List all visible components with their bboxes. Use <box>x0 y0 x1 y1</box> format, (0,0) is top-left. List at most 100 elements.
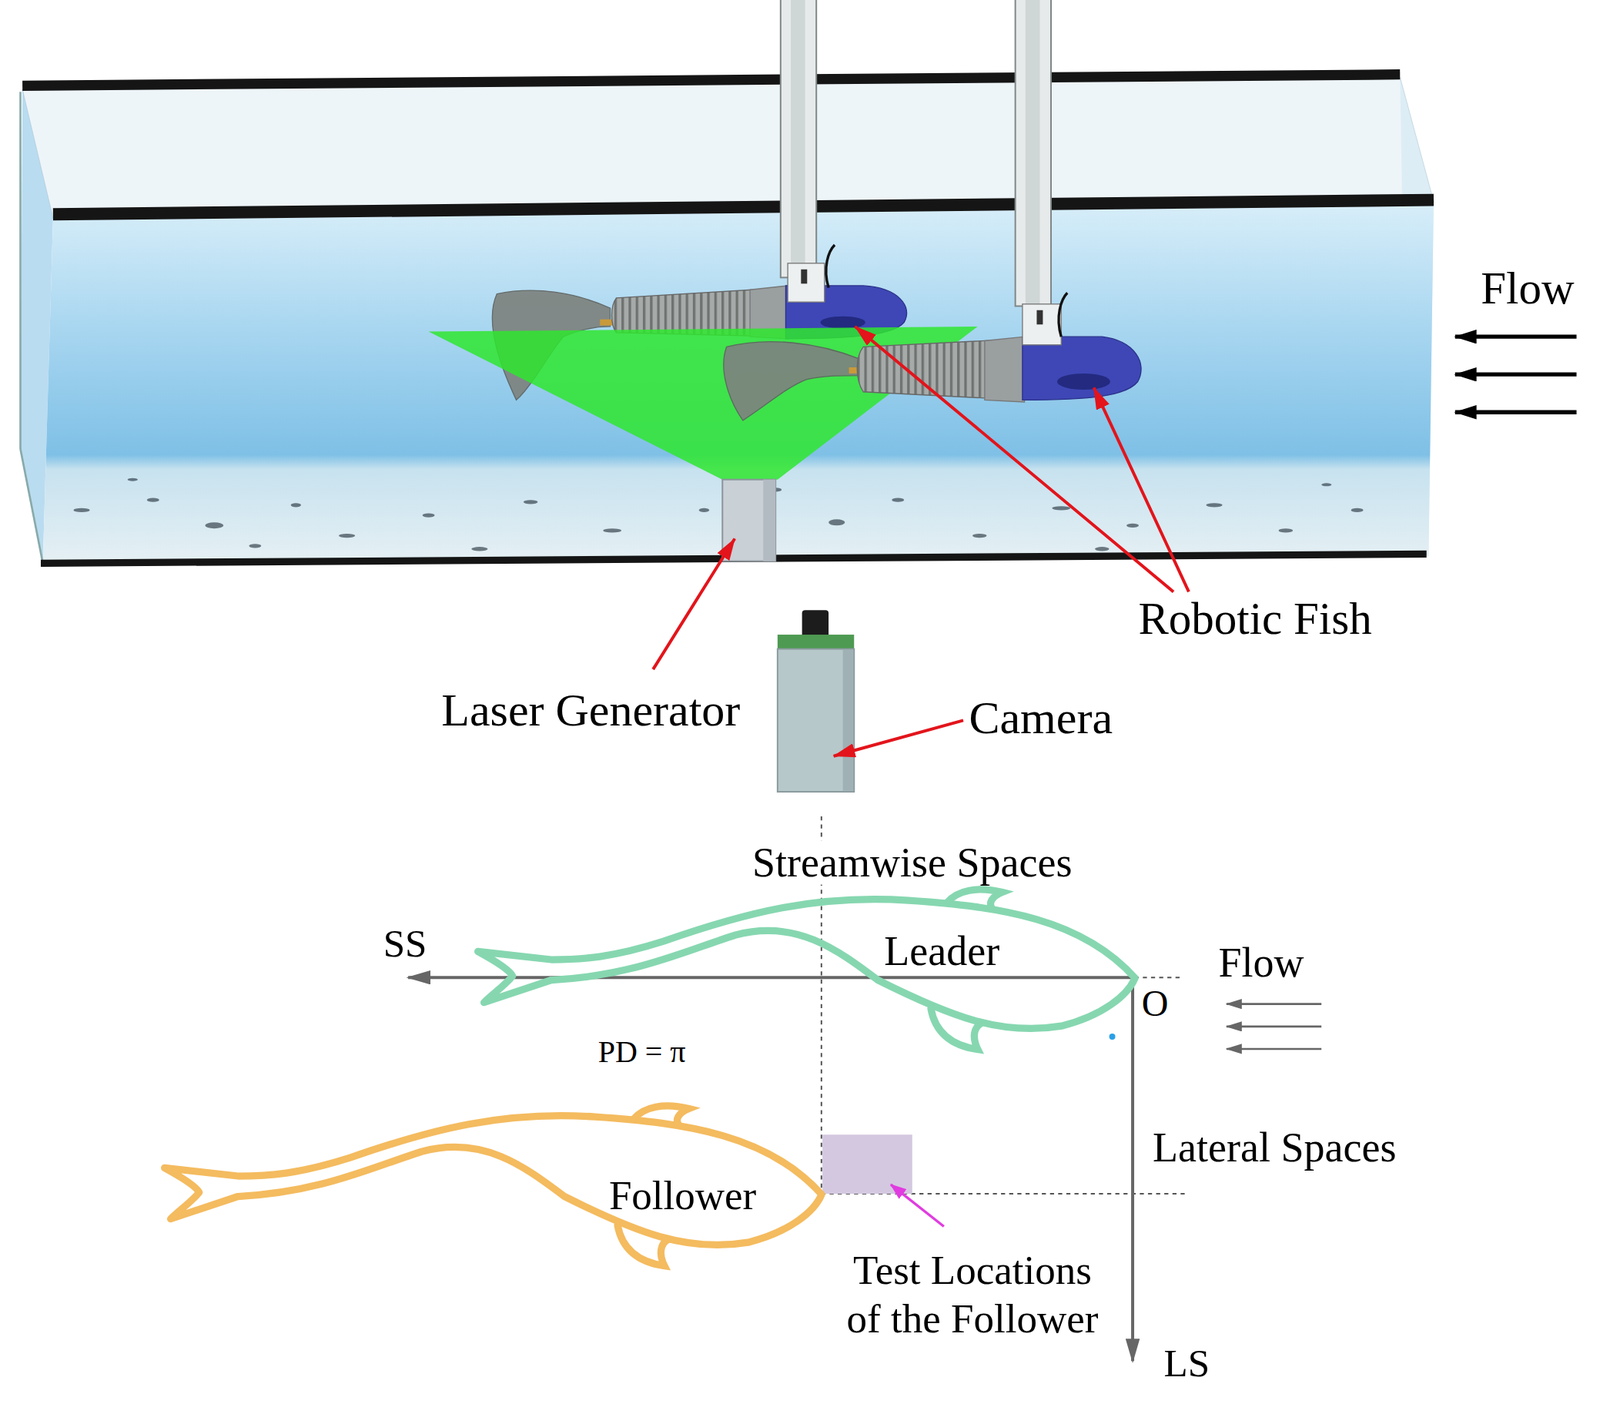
fish-body-outline <box>477 898 1135 1028</box>
red-leader-arrows <box>1094 387 1189 592</box>
tank-floor-specks <box>204 522 224 529</box>
support-rods <box>780 0 817 278</box>
robotic-fish-front <box>984 336 1025 402</box>
annotation-label: Test Locations of the Follower <box>836 1245 1109 1344</box>
tank-floor-specks <box>1351 508 1364 513</box>
red-leader-arrows <box>652 538 735 670</box>
test-location-area <box>822 1134 913 1194</box>
annotation-label: SS <box>381 923 430 965</box>
flow-arrows-bottom <box>1226 1024 1322 1028</box>
annotation-label: Robotic Fish <box>1135 595 1374 643</box>
tank-floor-specks <box>422 512 436 517</box>
tank-floor-specks <box>291 502 302 507</box>
tank-floor-specks <box>73 508 90 513</box>
tank-floor-specks <box>1321 482 1332 486</box>
flow-arrows-bottom <box>1226 1047 1322 1051</box>
robotic-fish-back <box>800 269 807 285</box>
camera <box>777 649 854 792</box>
fish-outline-node: Leader <box>469 877 1144 1062</box>
water-tank <box>20 448 44 563</box>
coordinate-axes <box>408 976 1133 1361</box>
fish-outline-node: Follower <box>156 1094 831 1279</box>
flow-arrows-top <box>1455 410 1577 415</box>
camera <box>777 609 854 792</box>
support-rods <box>780 0 1052 306</box>
fish-outline <box>469 877 1144 1062</box>
annotation-label: O <box>1139 984 1172 1023</box>
laser-generator <box>722 479 776 562</box>
flow-arrows-top <box>1455 372 1577 377</box>
tank-floor-specks <box>828 518 845 526</box>
annotation-label: LS <box>1161 1342 1213 1385</box>
flow-arrows-bottom <box>1226 1004 1322 1049</box>
fish-fin <box>947 889 1003 909</box>
marker-dot <box>1109 1033 1116 1040</box>
robotic-fish-back <box>826 244 835 288</box>
tank-floor-specks <box>699 508 710 513</box>
annotation-label: Camera <box>966 692 1115 742</box>
robotic-fish-back <box>787 263 825 302</box>
laser-generator <box>722 479 776 562</box>
magenta-pointer <box>890 1184 944 1226</box>
robotic-fish-front <box>1058 292 1068 337</box>
tank-rails <box>53 200 1434 215</box>
annotation-label: Streamwise Spaces <box>749 840 1075 884</box>
node-label: Leader <box>883 929 1000 975</box>
marker-dot <box>1109 1033 1116 1040</box>
flow-arrows-top <box>1455 334 1577 339</box>
magenta-pointer <box>890 1184 944 1226</box>
tank-floor-specks <box>1126 523 1139 528</box>
fish-fin <box>633 1105 690 1125</box>
fish-fin <box>930 1007 982 1049</box>
tank-floor-specks <box>471 546 488 551</box>
water-tank <box>22 77 1434 219</box>
robotic-fish-front <box>1022 336 1142 400</box>
tank-floor-specks <box>1051 505 1071 510</box>
tank-floor-specks <box>248 543 262 548</box>
tank-rails <box>22 74 1434 564</box>
fish-fin <box>617 1224 669 1266</box>
tank-floor-specks <box>147 498 160 503</box>
water-tank <box>19 91 22 449</box>
tank-floor-specks <box>602 528 622 533</box>
coordinate-axes <box>408 975 1133 979</box>
support-rods <box>1015 0 1052 306</box>
fish-body-outline <box>164 1114 821 1245</box>
annotation-label: PD = π <box>595 1035 689 1068</box>
tank-floor-specks <box>127 478 138 482</box>
tank-floor-specks <box>73 478 1363 552</box>
red-leader-arrows <box>855 326 1174 592</box>
support-rods <box>790 0 806 278</box>
annotation-label: Laser Generator <box>438 686 743 735</box>
tank-floor-specks <box>1278 528 1294 533</box>
robotic-fish-front <box>723 292 1142 421</box>
test-location-area <box>822 1134 913 1194</box>
annotation-label: Lateral Spaces <box>1150 1124 1399 1169</box>
schematic-guides <box>1134 976 1185 978</box>
tank-floor-specks <box>1205 502 1222 507</box>
flow-arrows-bottom <box>1226 1002 1322 1005</box>
flow-arrows-top <box>1455 336 1577 412</box>
camera <box>843 649 854 791</box>
robotic-fish-front <box>1036 310 1043 325</box>
tank-floor-specks <box>972 533 988 538</box>
robotic-fish-front <box>723 341 861 421</box>
laser-generator <box>763 479 776 562</box>
camera <box>777 634 854 650</box>
coordinate-axes <box>1131 976 1135 1361</box>
robotic-fish-front <box>1057 373 1111 390</box>
tank-floor-specks <box>891 498 904 503</box>
annotation-label: Flow <box>1215 940 1306 985</box>
red-leader-arrows <box>833 719 964 756</box>
support-rods <box>1025 0 1041 306</box>
water-tank <box>20 77 1434 564</box>
annotation-label: Flow <box>1478 264 1577 313</box>
tank-floor-specks <box>1094 546 1110 551</box>
water-tank <box>43 201 1434 563</box>
tank-floor-specks <box>338 533 355 538</box>
robotic-fish-back <box>820 316 866 329</box>
robotic-fish-front <box>1022 304 1062 345</box>
node-label: Follower <box>609 1172 757 1218</box>
tank-rails <box>22 74 1400 87</box>
